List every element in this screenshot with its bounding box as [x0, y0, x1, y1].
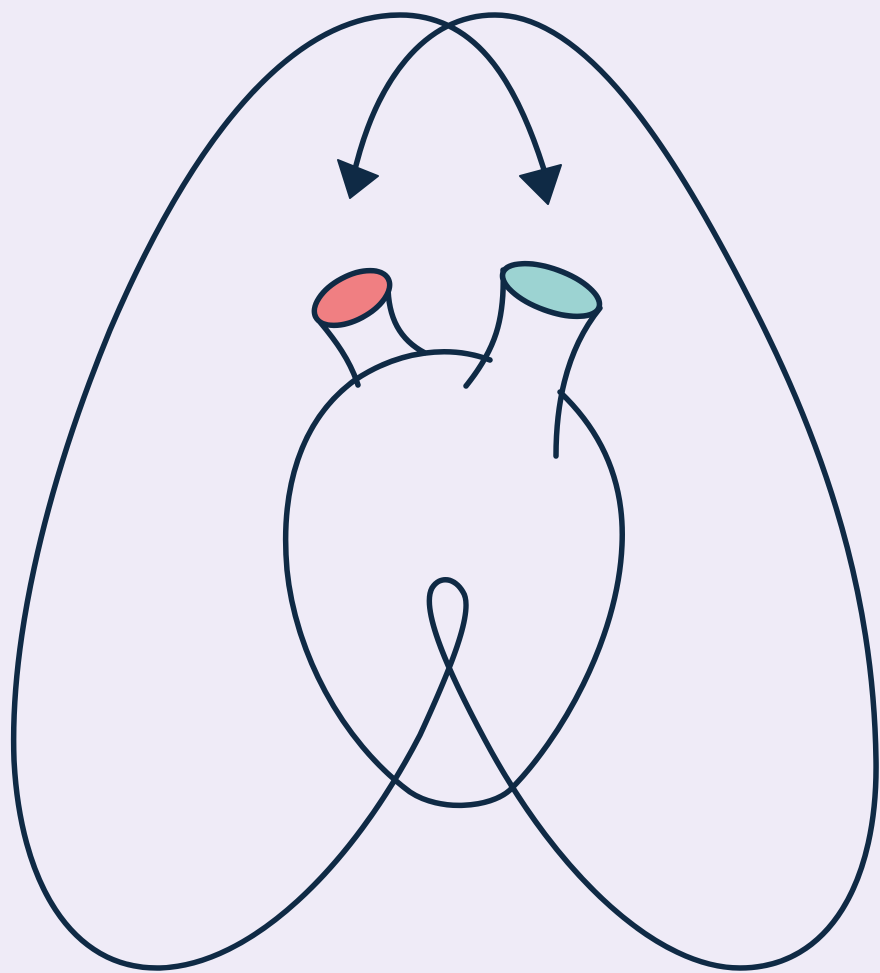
heart-circulation-diagram — [0, 0, 880, 973]
background — [0, 0, 880, 973]
